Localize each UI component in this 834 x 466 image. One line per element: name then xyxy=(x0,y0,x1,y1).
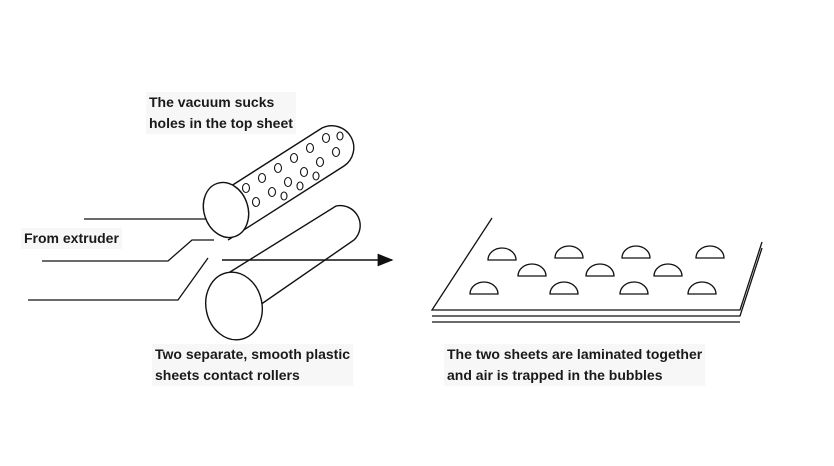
vacuum-label-line-2: holes in the top sheet xyxy=(149,115,293,131)
sheet-bottom-edge xyxy=(432,247,763,317)
bottom-sheet xyxy=(28,257,209,301)
laminated-label-line-2: and air is trapped in the bubbles xyxy=(447,367,663,383)
rollers-label: Two separate, smooth plastic sheets cont… xyxy=(152,344,354,386)
extruder-label: From extruder xyxy=(21,228,122,249)
bottom-roller-end xyxy=(205,271,263,341)
rollers-label-line-2: sheets contact rollers xyxy=(155,367,300,383)
middle-sheet xyxy=(42,239,214,262)
vacuum-label: The vacuum sucks holes in the top sheet xyxy=(146,92,296,134)
top-roller xyxy=(202,125,355,241)
laminated-label-line-1: The two sheets are laminated together xyxy=(447,346,703,362)
bubbles xyxy=(469,245,725,295)
top-roller-end xyxy=(202,181,250,239)
laminated-bubble-sheet xyxy=(430,217,763,323)
vacuum-holes xyxy=(241,131,344,208)
plastic-sheet-lines xyxy=(28,218,214,301)
laminated-label: The two sheets are laminated together an… xyxy=(444,344,706,386)
vacuum-label-line-1: The vacuum sucks xyxy=(149,94,275,110)
rollers-label-line-1: Two separate, smooth plastic xyxy=(155,346,351,362)
